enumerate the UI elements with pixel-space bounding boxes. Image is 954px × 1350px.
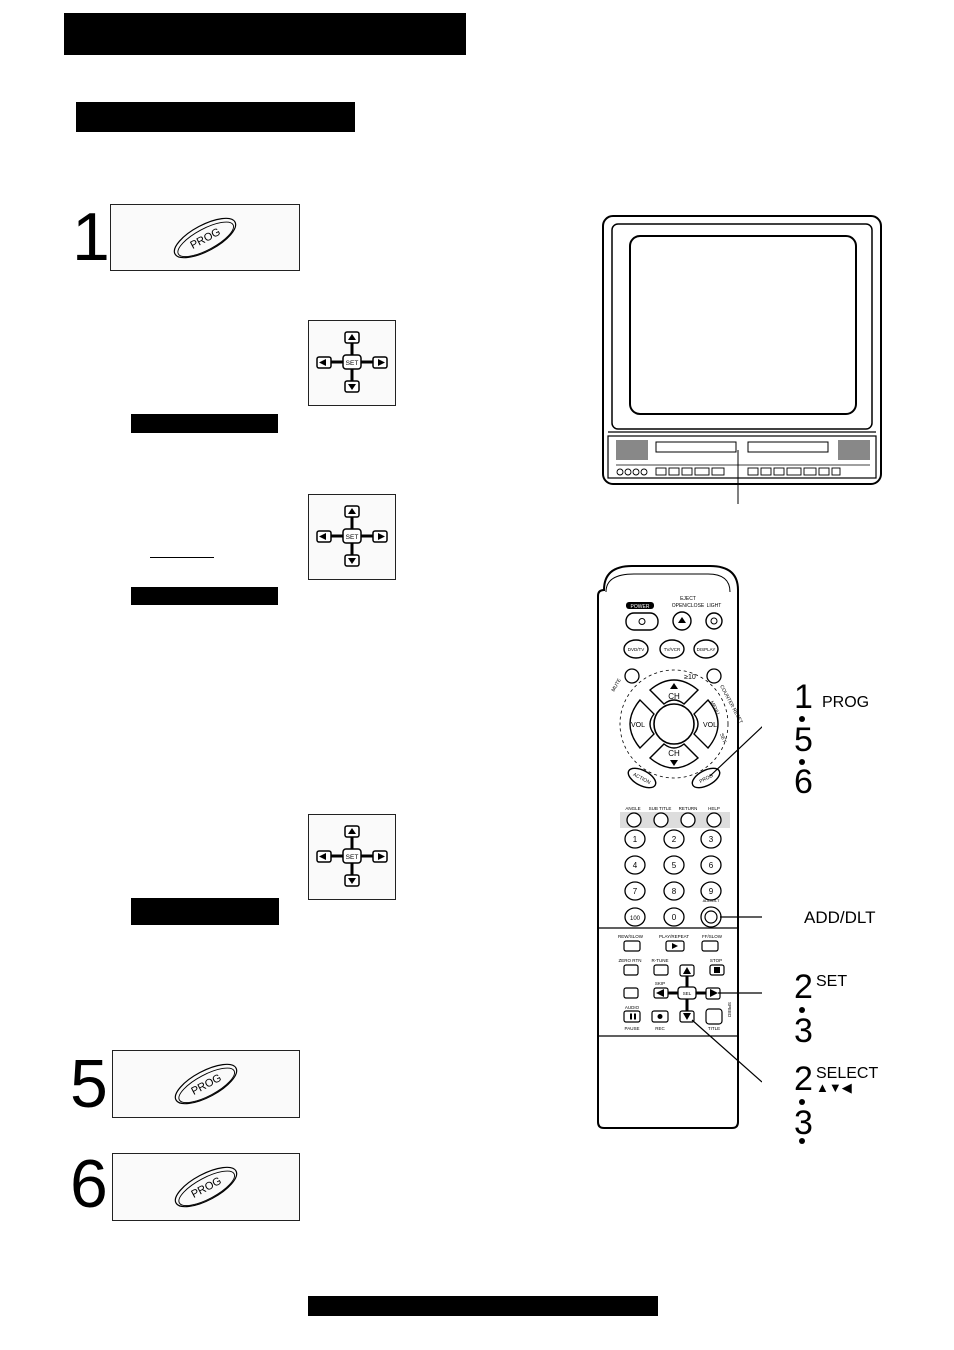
speed-label: SPEED <box>727 1002 732 1018</box>
screen-bar-3 <box>131 898 279 925</box>
dpad-box-2: SET <box>308 494 396 580</box>
svg-text:100: 100 <box>630 916 641 922</box>
stop-label: STOP <box>710 958 722 963</box>
callout-1: 1 <box>794 678 813 716</box>
dpad-box-3: SET <box>308 814 396 900</box>
svg-text:0: 0 <box>672 913 677 922</box>
tv-vcr-label: TV/VCR <box>664 647 681 652</box>
prog-key-icon: PROG <box>174 1166 238 1208</box>
vol-plus-label: VOL <box>703 722 717 729</box>
subtitle-label: SUB TITLE <box>649 806 672 811</box>
play-repeat-label: PLAY/REPEAT <box>659 934 689 939</box>
svg-text:1: 1 <box>633 835 638 844</box>
return-label: RETURN <box>679 806 698 811</box>
step-number-5: 5 <box>70 1046 108 1122</box>
header-bar <box>64 13 466 55</box>
prog-key-icon: PROG <box>173 217 237 259</box>
ch-up-label: CH <box>668 692 680 701</box>
light-label: LIGHT <box>707 603 722 609</box>
svg-text:SET: SET <box>346 534 359 541</box>
callout-6: 6 <box>794 763 813 801</box>
callout-dot <box>799 716 805 722</box>
dvd-tv-label: DVD/TV <box>628 647 645 652</box>
dpad-icon: SET <box>316 825 388 887</box>
svg-text:4: 4 <box>633 861 638 870</box>
callout-5: 5 <box>794 721 813 759</box>
prog-key-icon: PROG <box>174 1063 238 1105</box>
prog-key-box-5: PROG <box>112 1050 300 1118</box>
svg-text:2: 2 <box>672 835 677 844</box>
screen-bar-1 <box>131 414 278 433</box>
underline-rule <box>150 557 214 558</box>
rec-label: REC <box>655 1026 665 1031</box>
ge10-label: ≥10 <box>684 674 696 681</box>
callout-dot <box>799 1099 805 1105</box>
callout-add-dlt: ADD/DLT <box>804 908 876 927</box>
callout-dot <box>799 759 805 765</box>
svg-text:SET: SET <box>346 854 359 861</box>
screen-bar-2 <box>131 587 278 605</box>
remote-control-illustration: EJECT OPEN/CLOSE LIGHT POWER DVD/TV TV/V… <box>597 565 762 1129</box>
footer-bar <box>308 1296 658 1316</box>
dpad-icon: SET <box>316 505 388 567</box>
eject-label: EJECT <box>680 596 696 602</box>
help-label: HELP <box>708 806 720 811</box>
callout-prog-label: PROG <box>822 694 870 711</box>
audio-label: AUDIO <box>625 1005 640 1010</box>
callout-3-set: 3 <box>794 1012 813 1050</box>
callout-3-select: 3 <box>794 1104 813 1142</box>
set-side-label: SET <box>718 733 727 744</box>
svg-text:6: 6 <box>709 861 714 870</box>
power-label: POWER <box>631 604 650 610</box>
svg-text:5: 5 <box>672 861 677 870</box>
skip-label: SKIP <box>655 981 665 986</box>
svg-text:3: 3 <box>709 835 714 844</box>
svg-text:9: 9 <box>709 887 714 896</box>
tv-vcr-illustration <box>602 215 882 504</box>
dpad-set-label: SET <box>346 360 359 367</box>
callout-2-set: 2 <box>794 968 813 1006</box>
display-label: DISPLAY <box>697 647 716 652</box>
zero-rtn-label: ZERO RTN <box>619 958 642 963</box>
section-bar <box>76 102 355 132</box>
prog-key-box-1: PROG <box>110 204 300 271</box>
svg-text:8: 8 <box>672 887 677 896</box>
vol-minus-label: VOL <box>631 722 645 729</box>
sel-label: SEL <box>683 991 692 996</box>
open-close-label: OPEN/CLOSE <box>672 603 705 609</box>
callout-set-label: SET <box>816 973 848 990</box>
svg-text:7: 7 <box>633 887 638 896</box>
ff-slow-label: FF/SLOW <box>702 934 723 939</box>
r-tune-label: R-TUNE <box>652 958 669 963</box>
dpad-icon: SET <box>316 331 388 393</box>
pause-label: PAUSE <box>625 1026 640 1031</box>
callout-2-select: 2 <box>794 1060 813 1098</box>
callout-select-label: SELECT <box>816 1065 879 1082</box>
dpad-box-1: SET <box>308 320 396 406</box>
callout-select-arrows: ▲▼◀ <box>816 1080 852 1095</box>
step-number-6: 6 <box>70 1146 108 1222</box>
add-dlt-small-label: ADD/DLT <box>703 898 720 903</box>
angle-label: ANGLE <box>625 806 640 811</box>
prog-key-box-6: PROG <box>112 1153 300 1221</box>
ch-down-label: CH <box>668 749 680 758</box>
callout-dot <box>799 1007 805 1013</box>
step-number-1: 1 <box>72 199 110 275</box>
rew-slow-label: REW/SLOW <box>618 934 644 939</box>
callout-dot <box>799 1138 805 1144</box>
title-label: TITLE <box>708 1026 720 1031</box>
